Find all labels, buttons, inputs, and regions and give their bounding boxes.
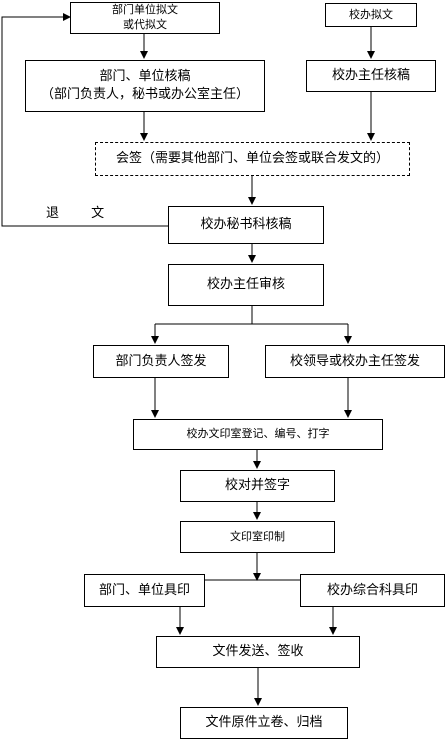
dept-review-title: 部门、单位核稿 xyxy=(99,69,191,85)
node-archive: 文件原件立卷、归档 xyxy=(180,707,348,739)
node-dept-review: 部门、单位核稿 （部门负责人，秘书或办公室主任） xyxy=(25,60,265,112)
return-label: 退 文 xyxy=(46,206,119,221)
edge-return-loop xyxy=(1,13,168,227)
node-print: 文印室印制 xyxy=(180,521,335,553)
node-office-seal: 校办综合科具印 xyxy=(300,574,445,607)
node-register: 校办文印室登记、编号、打字 xyxy=(133,419,383,450)
node-proofread: 校对并签字 xyxy=(180,470,335,502)
node-secretary-review: 校办秘书科核稿 xyxy=(168,206,324,244)
dept-review-note: （部门负责人，秘书或办公室主任） xyxy=(40,87,249,102)
node-office-director-review: 校办主任核稿 xyxy=(306,60,436,92)
node-director-audit: 校办主任审核 xyxy=(168,264,324,306)
node-dept-draft: 部门单位拟文 或代拟文 xyxy=(70,2,220,34)
node-countersign: 会签（需要其他部门、单位会签或联合发文的） xyxy=(95,142,410,176)
node-office-draft: 校办拟文 xyxy=(325,3,417,27)
node-dispatch: 文件发送、签收 xyxy=(156,636,360,668)
node-leader-sign: 校领导或校办主任签发 xyxy=(265,345,445,378)
node-dept-seal: 部门、单位具印 xyxy=(84,574,205,607)
node-dept-head-sign: 部门负责人签发 xyxy=(93,345,229,378)
